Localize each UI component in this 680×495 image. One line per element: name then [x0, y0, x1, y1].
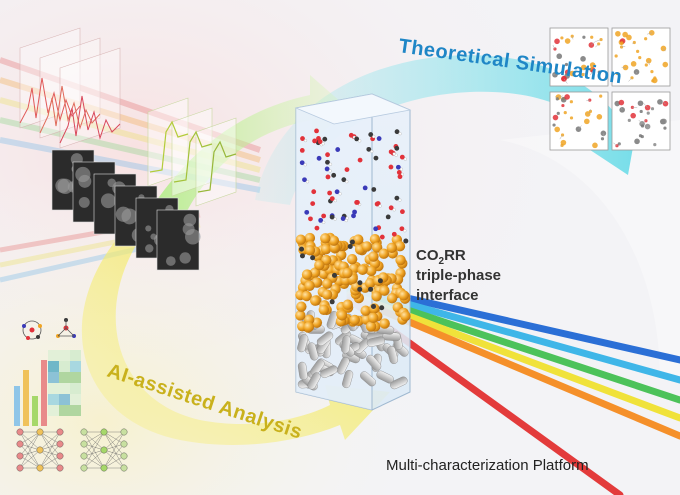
cyan-cycle-arrow — [255, 55, 640, 205]
interface-label-subscript: 2 — [439, 256, 445, 267]
molecule-graph-icon — [22, 318, 76, 340]
xas-spectra-icon — [147, 97, 237, 207]
electrode-cell-icon — [294, 93, 412, 411]
interface-label-line3: interface — [416, 287, 479, 304]
platform-label: Multi-characterization Platform — [386, 457, 589, 474]
heatmap-icon — [48, 350, 81, 416]
interface-label-line2: triple-phase — [416, 267, 501, 284]
microscopy-image-stack-icon — [51, 149, 201, 271]
bar-chart-icon — [14, 360, 47, 426]
svg-text:CO2RR: CO2RR — [416, 247, 466, 267]
neural-network-icon — [16, 428, 128, 472]
interface-label-rr: RR — [444, 247, 466, 264]
interface-label-co: CO — [416, 247, 439, 264]
interface-label: CO2RR triple-phase interface — [416, 247, 501, 304]
molecular-dynamics-snapshot-icon — [549, 27, 671, 151]
yellow-cycle-arrow — [81, 225, 390, 445]
spectra-stack-icon — [19, 27, 121, 149]
